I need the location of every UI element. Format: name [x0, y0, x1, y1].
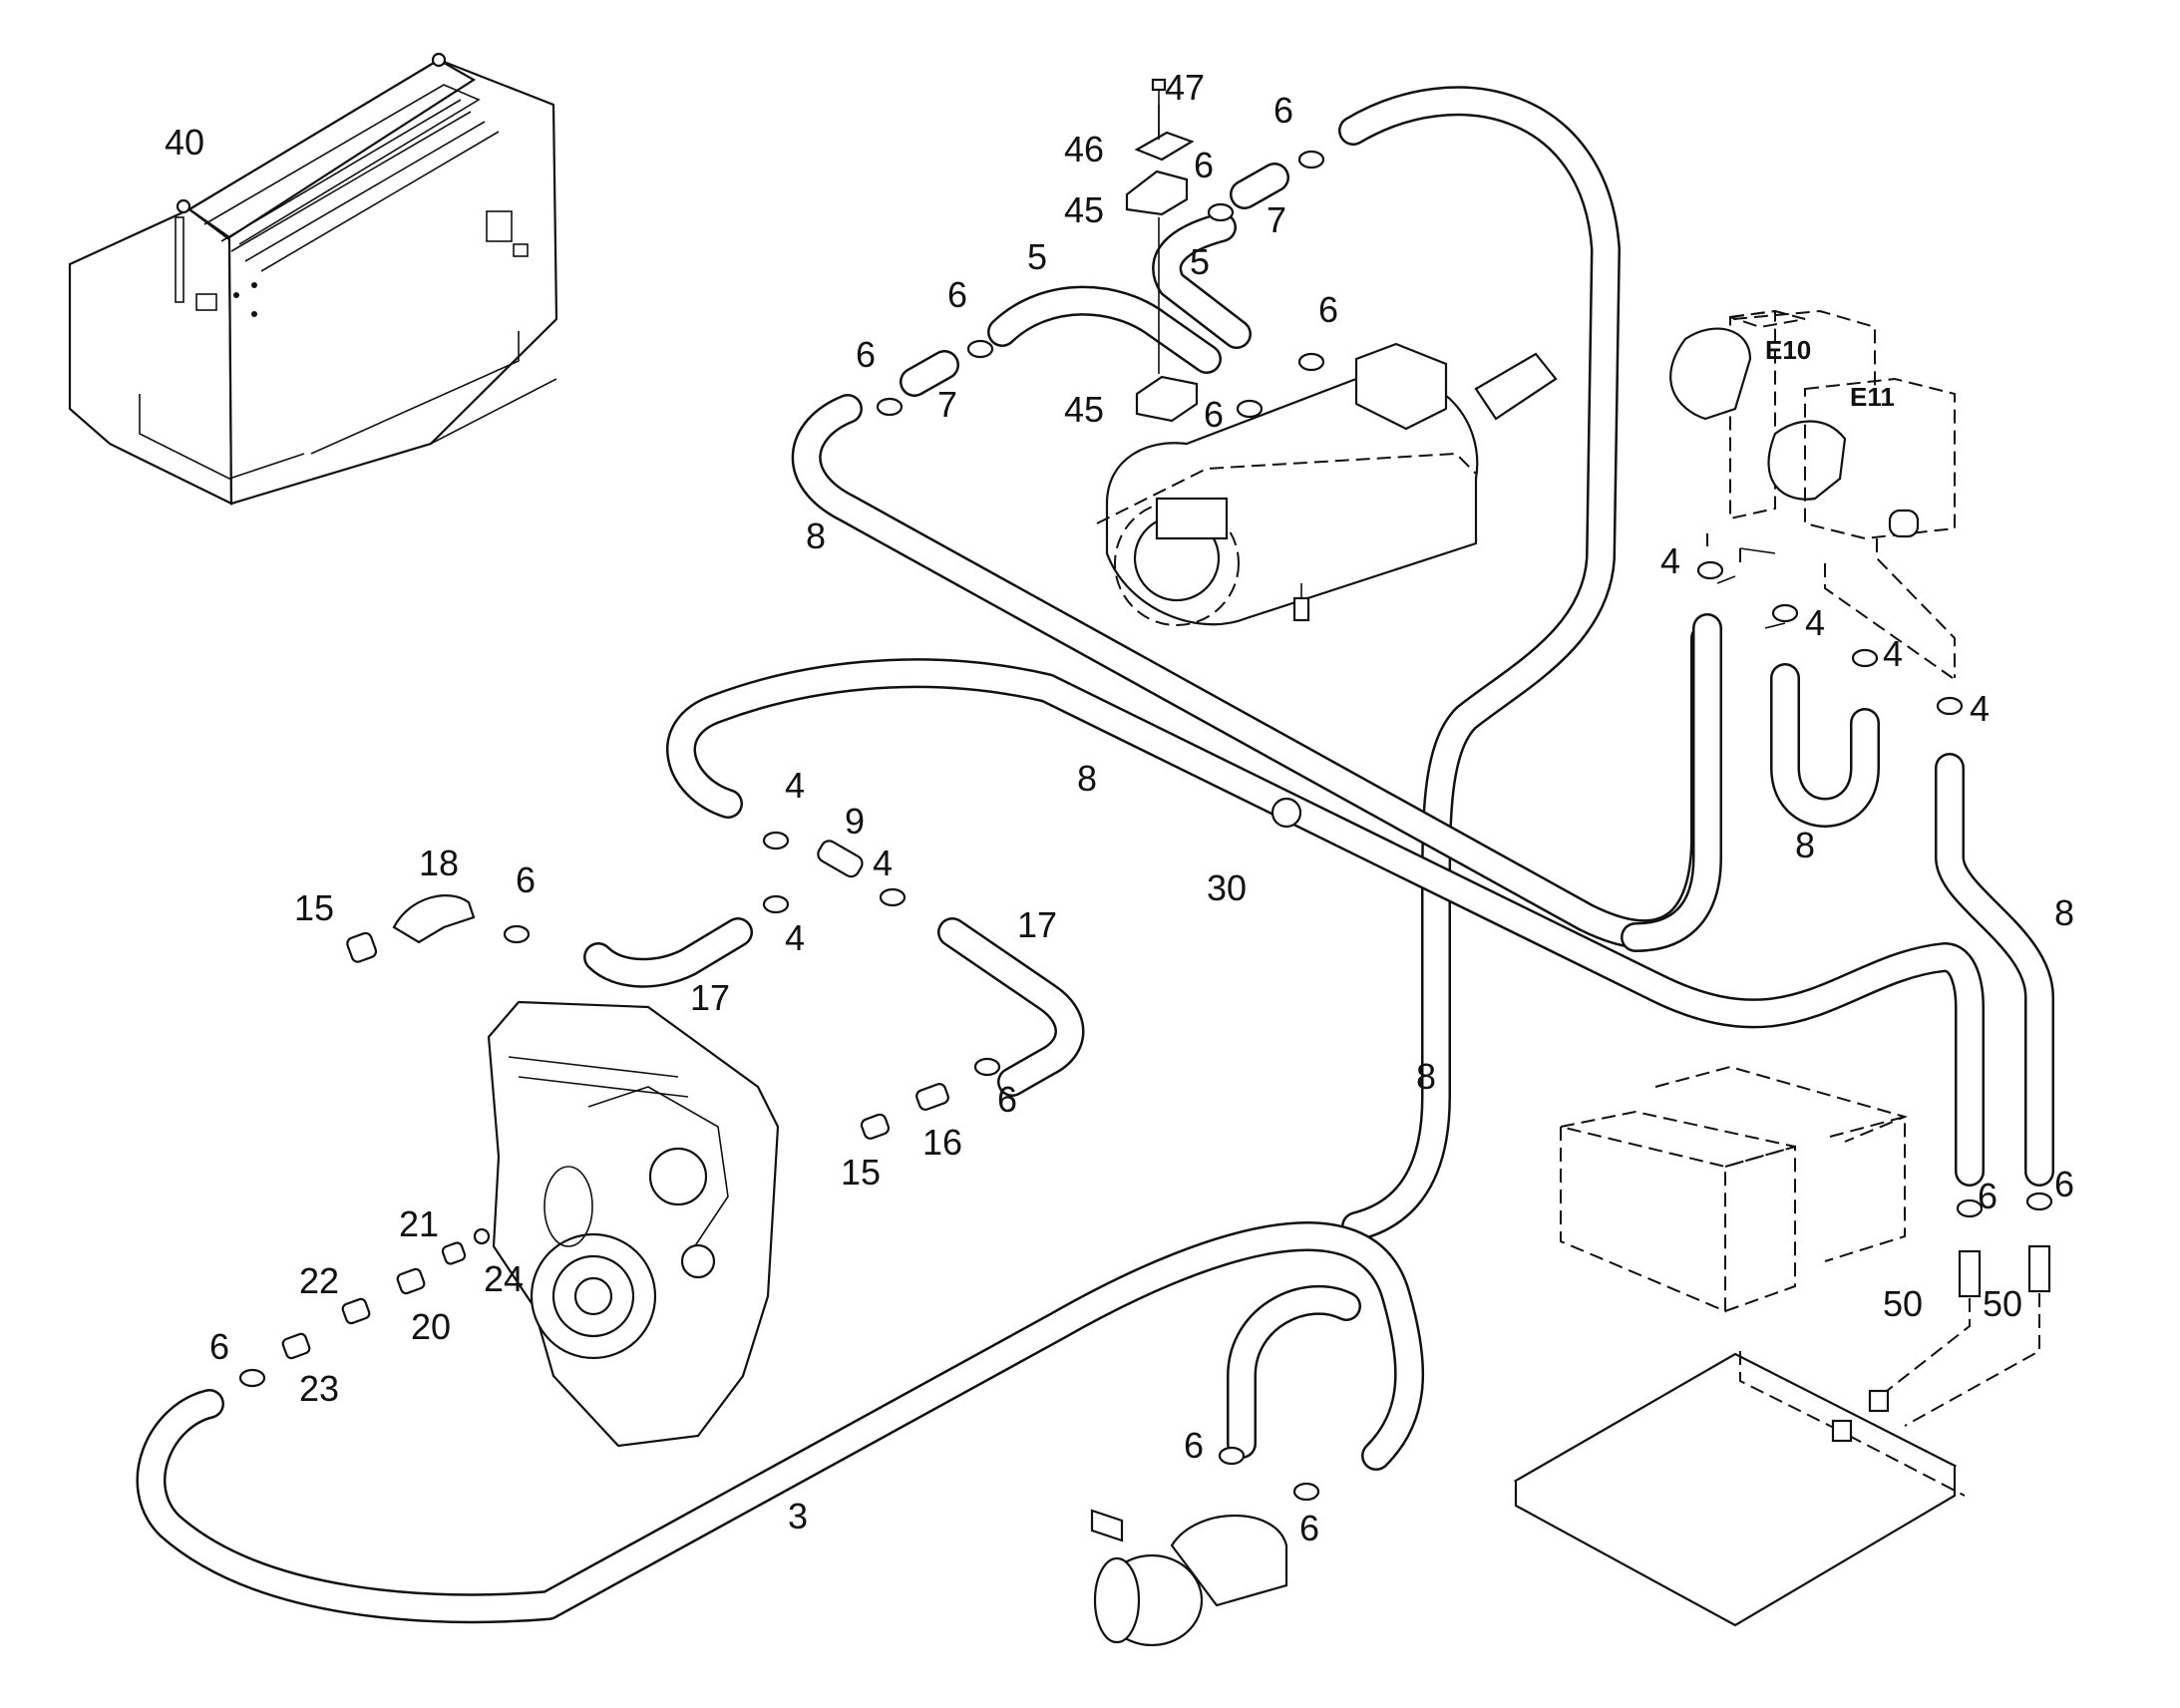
callout-50: 50 [1883, 1283, 1923, 1324]
callout-6: 6 [2054, 1164, 2074, 1204]
callout-8: 8 [2054, 892, 2074, 933]
clamp [762, 831, 790, 851]
callout-8: 8 [806, 515, 826, 556]
callout-5: 5 [1190, 241, 1210, 282]
callout-45: 45 [1064, 189, 1104, 230]
callout-45: 45 [1064, 389, 1104, 430]
heat-exchangers [1669, 309, 1956, 679]
callout-18: 18 [419, 843, 459, 883]
clamp [1297, 150, 1325, 170]
battery-tray [1513, 1351, 1966, 1627]
hose-8-upper-loop [1338, 86, 1621, 1241]
callout-9: 9 [845, 801, 865, 842]
callout-22: 22 [299, 1260, 339, 1301]
callout-4: 4 [785, 765, 805, 806]
clamp [762, 894, 790, 914]
label-e11: E11 [1850, 382, 1895, 412]
heater-burner [1096, 342, 1558, 626]
callout-8: 8 [1416, 1056, 1436, 1097]
bracket-parts [1125, 78, 1199, 423]
callout-46: 46 [1064, 129, 1104, 170]
fittings [1831, 1244, 2051, 1443]
clamp [2025, 1192, 2053, 1211]
clamp [1218, 1446, 1246, 1466]
callout-4: 4 [1970, 688, 1990, 729]
callout-6: 6 [997, 1079, 1017, 1120]
clamp [1236, 399, 1264, 419]
callout-20: 20 [411, 1306, 451, 1347]
callout-5: 5 [1027, 236, 1047, 277]
clamp [1771, 603, 1799, 623]
callout-6: 6 [1184, 1425, 1204, 1466]
callout-6: 6 [1978, 1176, 1998, 1216]
callout-6: 6 [1194, 145, 1214, 185]
callout-15: 15 [841, 1152, 881, 1193]
fuel-pump [1090, 1509, 1288, 1647]
callout-4: 4 [785, 917, 805, 958]
callout-7: 7 [937, 384, 957, 425]
callout-4: 4 [1883, 633, 1903, 674]
callout-50: 50 [1983, 1283, 2022, 1324]
callout-8: 8 [1077, 758, 1097, 799]
callout-6: 6 [516, 859, 536, 900]
callout-47: 47 [1165, 67, 1205, 108]
callout-6: 6 [209, 1326, 229, 1367]
callout-15: 15 [294, 887, 334, 928]
clamp [1851, 648, 1879, 668]
clamp [1696, 560, 1724, 580]
callout-17: 17 [1017, 904, 1057, 945]
callout-labels: 40 47 46 45 45 6 6 6 6 6 6 6 6 6 6 6 6 6… [165, 67, 2074, 1548]
hoses [136, 86, 2054, 1624]
clamp [238, 1368, 266, 1388]
callout-30: 30 [1207, 867, 1247, 908]
callout-6: 6 [1318, 289, 1338, 330]
clamp [876, 397, 904, 417]
clamp [1207, 202, 1235, 222]
callout-21: 21 [399, 1203, 439, 1244]
callout-23: 23 [299, 1368, 339, 1409]
batteries [1560, 1065, 1909, 1313]
callout-4: 4 [1660, 540, 1680, 581]
clamp [1297, 352, 1325, 372]
clamps [238, 150, 2053, 1502]
callout-6: 6 [1299, 1508, 1319, 1548]
clamp [1292, 1482, 1320, 1502]
clamp [1956, 1198, 1984, 1218]
callout-40: 40 [165, 122, 204, 163]
callout-4: 4 [873, 843, 893, 883]
callout-16: 16 [922, 1122, 962, 1163]
callout-24: 24 [484, 1258, 524, 1299]
small-fittings [281, 797, 1302, 1360]
heater-cabinet [68, 52, 558, 506]
callout-6: 6 [1204, 394, 1224, 435]
callout-7: 7 [1267, 199, 1286, 240]
clamp [879, 887, 907, 907]
clamp [966, 339, 994, 359]
callout-17: 17 [690, 977, 730, 1018]
callout-8: 8 [1795, 825, 1815, 865]
callout-4: 4 [1805, 602, 1825, 643]
clamp [973, 1057, 1001, 1077]
callout-6: 6 [947, 274, 967, 315]
leader-lines [1158, 105, 1786, 629]
callout-3: 3 [788, 1496, 808, 1537]
callout-6: 6 [856, 334, 876, 375]
engine [487, 1000, 780, 1448]
clamp [1936, 696, 1964, 716]
label-e10: E10 [1765, 335, 1811, 365]
clamp [503, 924, 531, 944]
callout-6: 6 [1273, 90, 1293, 131]
